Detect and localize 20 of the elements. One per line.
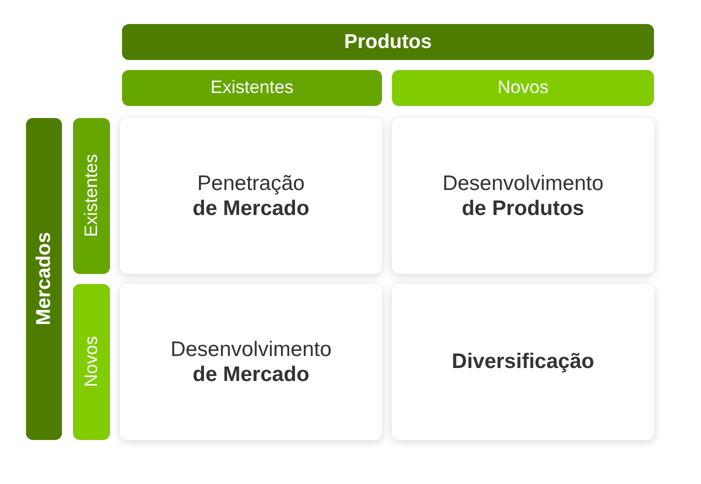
strategy-label: Desenvolvimento de Produtos [442,170,604,222]
strategy-label: Penetração de Mercado [192,170,310,222]
header-label: Produtos [344,30,432,54]
strategy-card [120,118,382,274]
column-header [392,70,654,106]
strategy-card [392,118,654,274]
header-label: Novos [497,77,549,99]
strategy-label: Desenvolvimento de Mercado [170,336,332,388]
strategy-label: Diversificação [452,349,594,375]
row-header [73,118,110,274]
header-label: Existentes [80,154,102,238]
header-label: Mercados [32,232,56,326]
title-bar [122,24,654,60]
row-title-bar [26,118,62,440]
header-label: Novos [80,336,102,388]
strategy-card [392,284,654,440]
header-label: Existentes [210,77,294,99]
column-header [122,70,382,106]
row-header [73,284,110,440]
strategy-card [120,284,382,440]
